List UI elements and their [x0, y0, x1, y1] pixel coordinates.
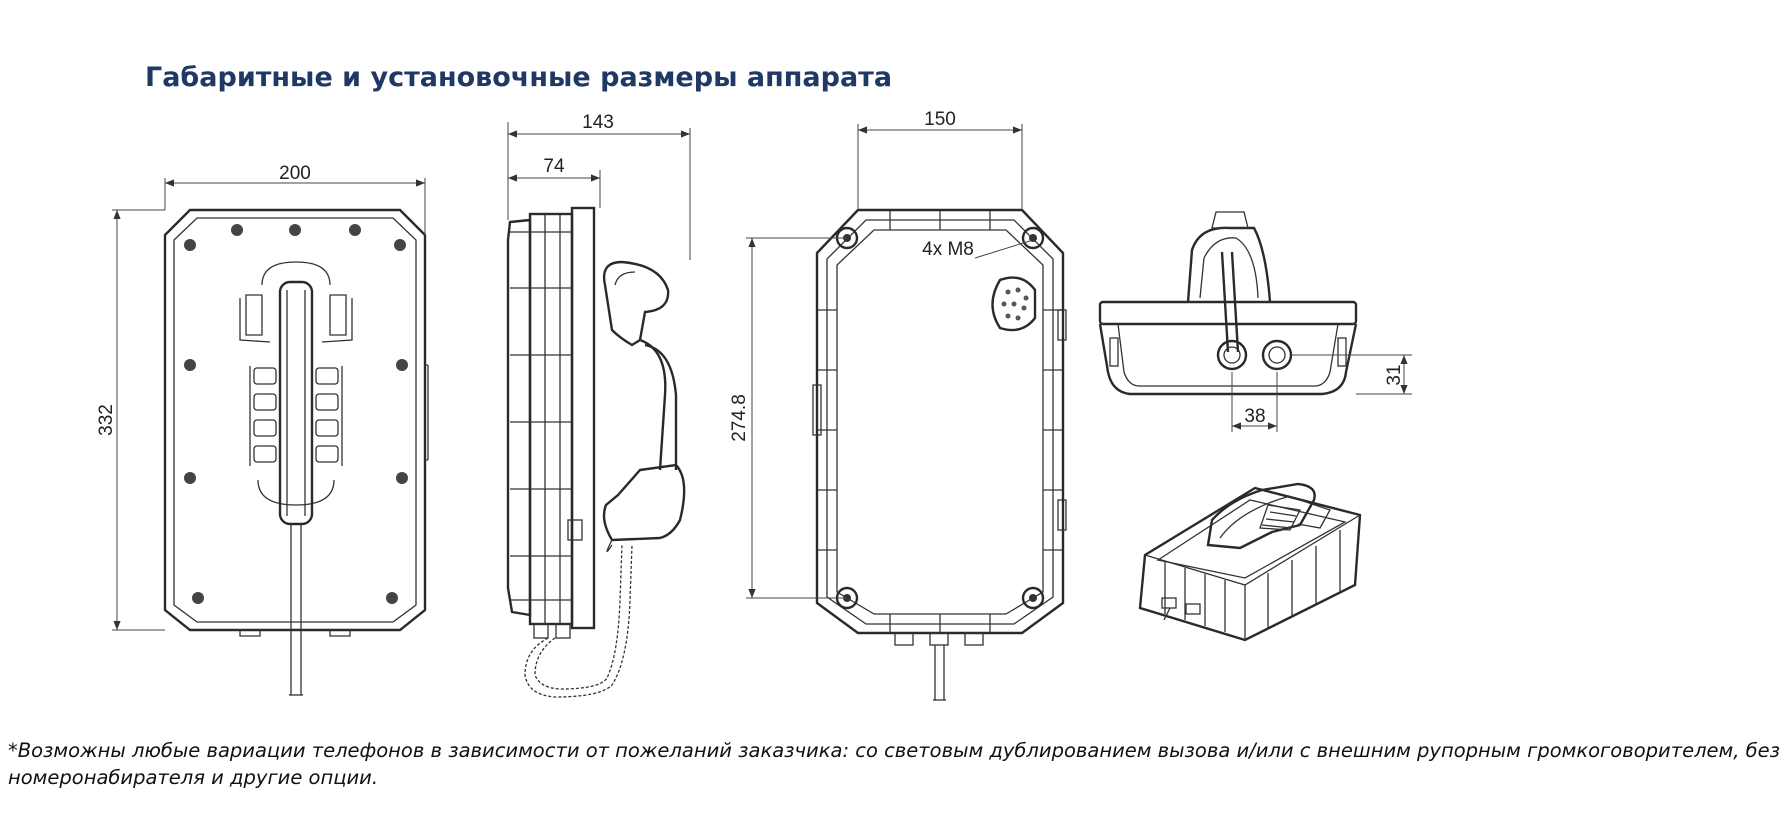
back-view: 150 274.8 4x M8	[729, 109, 1067, 701]
footnote-line-2: номеронабирателя и другие опции.	[8, 766, 379, 789]
dim-back-height: 274.8	[729, 394, 750, 442]
label-mount-holes: 4x M8	[922, 239, 974, 260]
footnote-line-1: *Возможны любые вариации телефонов в зав…	[8, 739, 1781, 762]
side-ribs	[510, 231, 572, 601]
technical-drawing: 200 332	[96, 109, 1412, 701]
mount-holes	[835, 226, 1045, 610]
isometric-view	[1138, 482, 1362, 642]
dim-side-depth-body: 74	[543, 156, 565, 177]
front-view: 200 332	[96, 163, 429, 696]
back-ribs	[817, 210, 1063, 633]
bottom-view: 38 31	[1098, 211, 1412, 432]
dim-front-height: 332	[96, 404, 117, 436]
dim-side-depth-total: 143	[582, 112, 614, 133]
dim-bottom-spacing: 38	[1244, 406, 1265, 427]
footnote: *Возможны любые вариации телефонов в зав…	[8, 737, 1783, 791]
dim-back-width: 150	[924, 109, 956, 130]
iso-ribs	[1164, 530, 1341, 632]
page-title: Габаритные и установочные размеры аппара…	[145, 62, 893, 93]
front-screws	[184, 224, 408, 604]
side-view: 143 74	[506, 112, 691, 698]
dim-front-width: 200	[279, 163, 311, 184]
keypad	[249, 366, 343, 466]
connector	[991, 276, 1037, 332]
dim-bottom-offset: 31	[1384, 364, 1405, 385]
